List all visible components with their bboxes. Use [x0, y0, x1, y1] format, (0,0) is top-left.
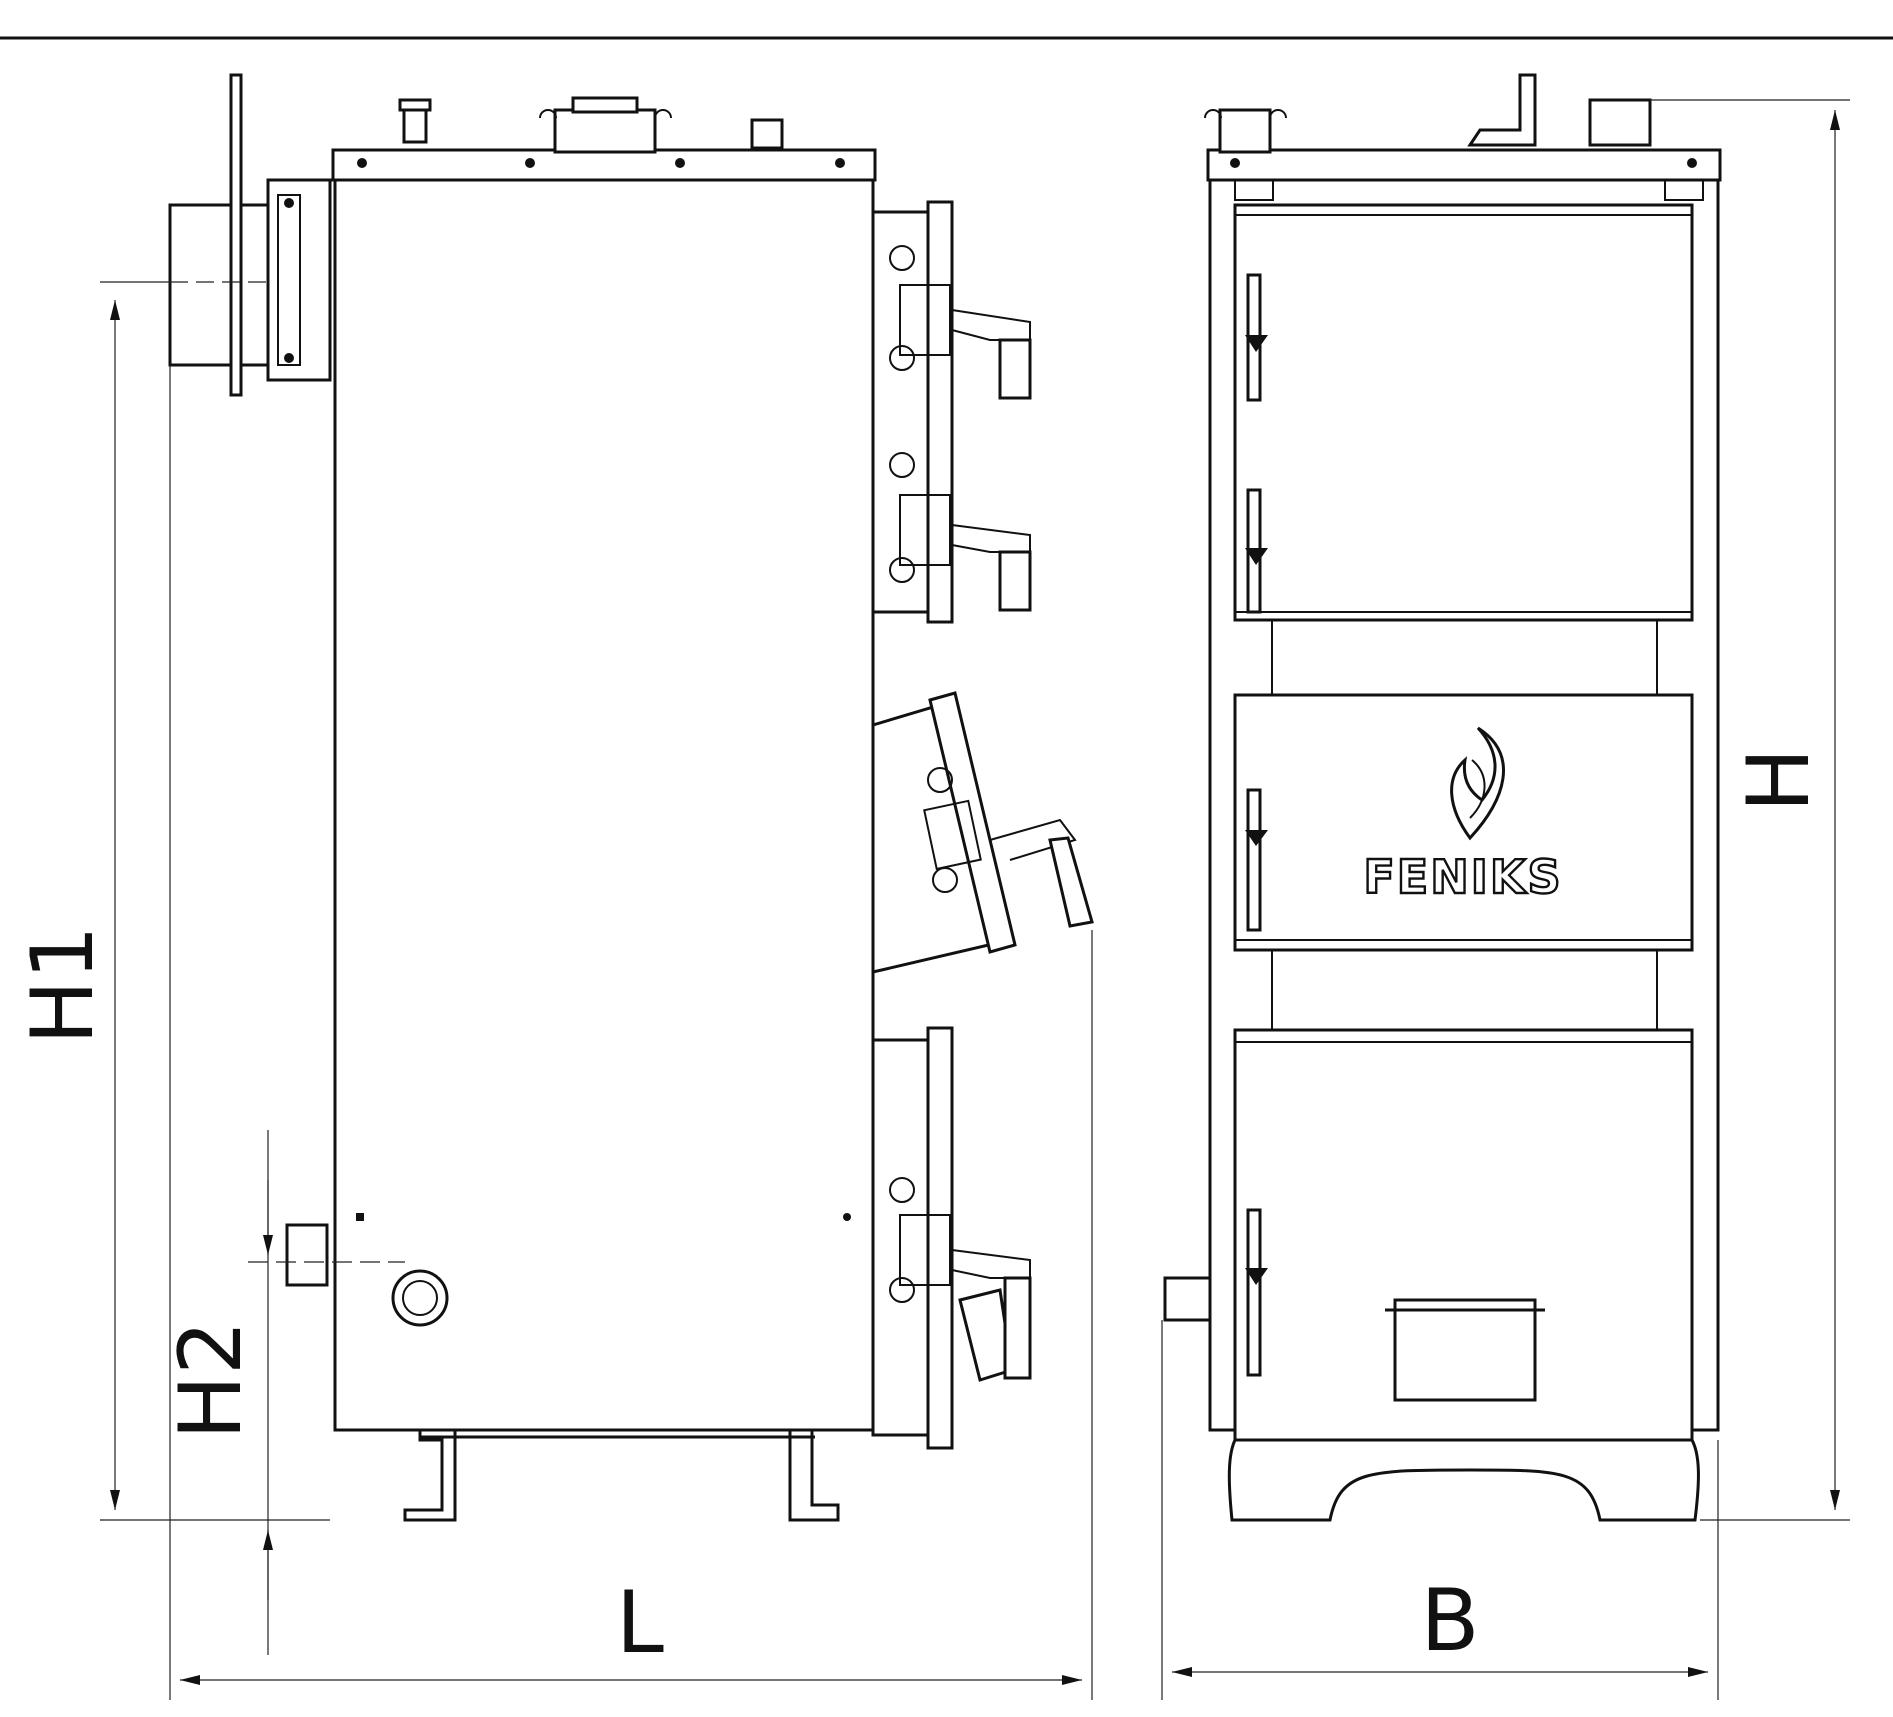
dim-l-label: L — [616, 1573, 664, 1673]
side-door-lower — [871, 1026, 1032, 1450]
side-leg-right — [788, 1428, 840, 1522]
side-top-outlet — [553, 108, 657, 154]
dim-h1-label: H1 — [13, 925, 113, 1044]
side-door-upper — [871, 200, 1032, 624]
side-body — [333, 178, 875, 1432]
front-handle-lower — [1246, 1208, 1262, 1377]
brand-logo-text: FENIKS — [1363, 850, 1562, 904]
front-base-plinth — [1227, 1438, 1700, 1522]
front-ash-drawer — [1393, 1298, 1537, 1402]
dim-h2-label: H2 — [161, 1320, 261, 1439]
front-top-flange — [1206, 148, 1722, 182]
flame-logo-icon — [1450, 726, 1505, 841]
side-drain-port — [391, 1269, 449, 1327]
dim-b-label: B — [1421, 1571, 1480, 1671]
front-view: FENIKS — [1163, 73, 1722, 1522]
front-return-nozzle — [1163, 1276, 1212, 1322]
side-door-middle-open — [871, 691, 1094, 974]
front-top-lever — [1467, 73, 1537, 147]
side-top-nozzle-right — [750, 118, 784, 150]
front-door-middle — [1233, 693, 1694, 952]
side-flue-pipe — [168, 203, 272, 367]
dimension-lines: H1 H2 L B H — [13, 99, 1850, 1700]
front-top-nozzle — [1588, 98, 1652, 147]
side-return-nozzle — [285, 1223, 329, 1287]
side-view — [100, 73, 1094, 1522]
front-handle-middle — [1246, 788, 1262, 932]
side-damper-rod — [229, 73, 243, 397]
front-top-outlet — [1218, 108, 1272, 154]
side-leg-left — [403, 1428, 457, 1522]
front-door-upper — [1233, 203, 1694, 622]
side-top-flange — [331, 148, 877, 182]
dim-h-label: H — [1729, 748, 1829, 813]
